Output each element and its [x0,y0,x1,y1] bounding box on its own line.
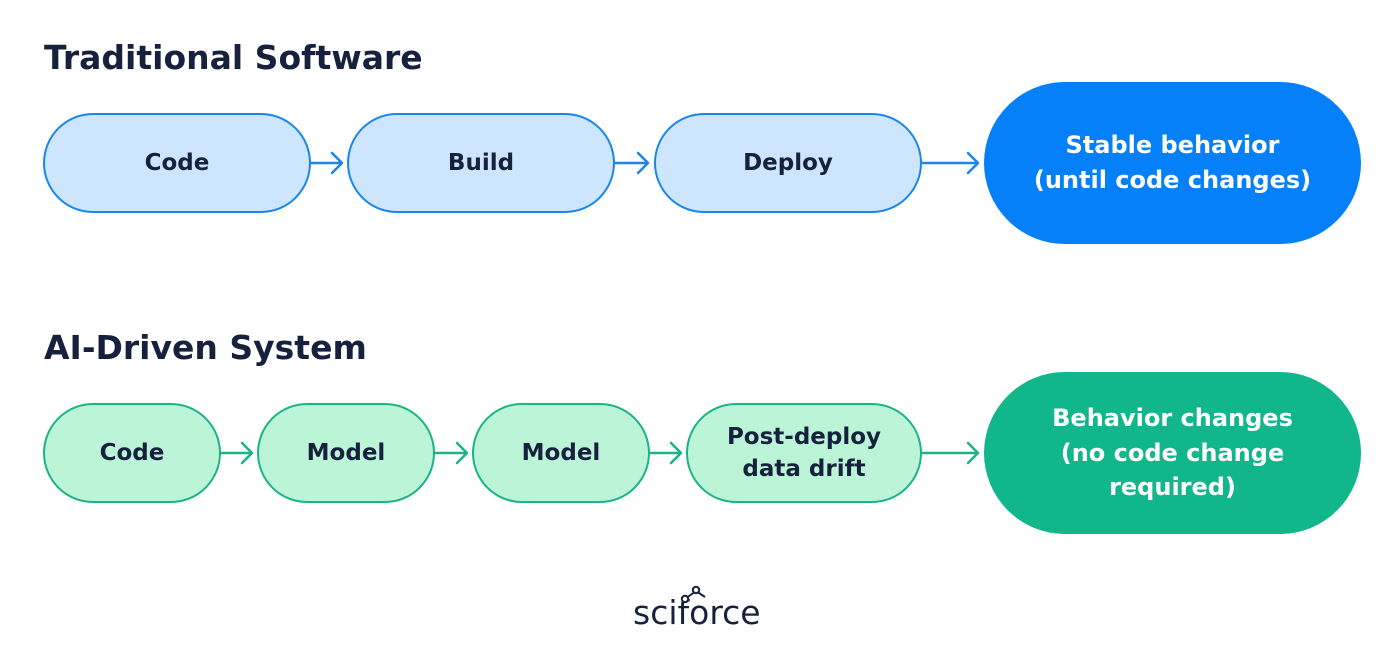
arrow-right-icon [433,441,469,465]
arrow-right-icon [219,441,254,465]
result-label: Behavior changes (no code change require… [1052,403,1293,502]
arrow-right-icon [309,151,344,175]
step-label: Model [521,439,601,466]
arrow-right-icon [648,441,683,465]
sciforce-logo: sciforce [633,583,773,633]
logo-wordmark: sciforce [633,593,761,632]
arrow-right-icon [920,151,980,175]
ai-result-behavior-changes: Behavior changes (no code change require… [984,372,1361,534]
ai-step-post-deploy-drift: Post-deploy data drift [686,403,922,503]
step-label: Model [306,439,386,466]
step-label: Deploy [743,149,833,176]
traditional-step-deploy: Deploy [654,113,922,213]
step-label: Post-deploy data drift [726,423,882,482]
logo-node-icon [680,585,706,603]
traditional-result-stable-behavior: Stable behavior (until code changes) [984,82,1361,244]
step-label: Build [447,149,515,176]
result-label: Stable behavior (until code changes) [1033,131,1312,194]
step-label: Code [99,439,165,466]
ai-step-model-1: Model [257,403,435,503]
arrow-right-icon [920,441,980,465]
step-label: Code [144,149,210,176]
traditional-step-code: Code [43,113,311,213]
traditional-section-title: Traditional Software [44,38,423,77]
arrow-right-icon [613,151,650,175]
ai-section-title: AI-Driven System [44,328,367,367]
